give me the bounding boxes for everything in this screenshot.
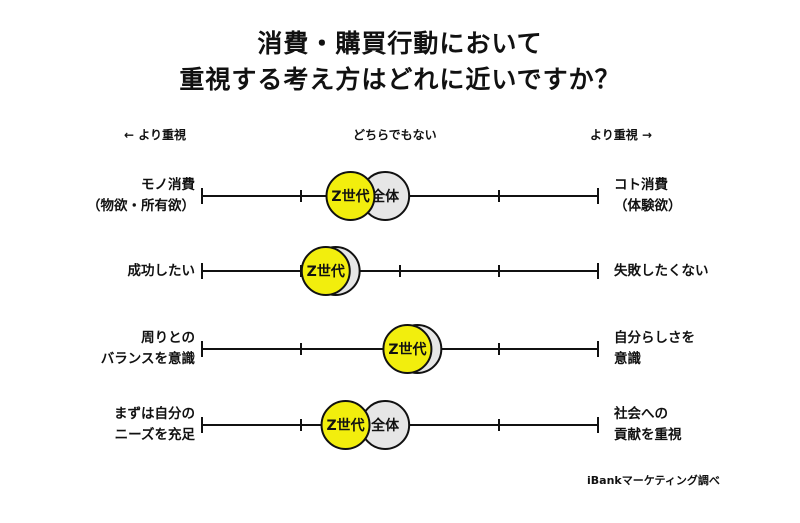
chart-title-line-2: 重視する考え方はどれに近いですか？ <box>179 65 621 94</box>
left-label-row-3: 周りとのバランスを意識 <box>101 328 195 370</box>
header-right-more-important: より重視 → <box>590 128 652 142</box>
right-label-row-1: コト消費 （体験欲） <box>614 175 682 217</box>
left-label-row-1: モノ消費 （物欲・所有欲） <box>87 175 195 217</box>
header-neutral: どちらでもない <box>353 128 437 142</box>
left-label-row-4: まずは自分のニーズを充足 <box>114 404 195 446</box>
source-credit: iBankマーケティング調べ <box>587 474 720 487</box>
chart-title-line-1: 消費・購買行動において <box>257 29 543 58</box>
left-label-row-4-line-1: まずは自分の <box>114 406 195 422</box>
genz-marker-label-row-2: Z世代 <box>307 263 345 280</box>
right-label-row-3: 自分らしさを意識 <box>614 328 695 370</box>
genz-marker-row-3 <box>382 324 433 374</box>
left-label-row-3-line-1: 周りとの <box>141 330 195 346</box>
right-label-row-4: 社会への貢献を重視 <box>614 404 682 446</box>
genz-marker-row-1 <box>325 171 376 221</box>
right-label-row-1-line-2: （体験欲） <box>614 198 682 214</box>
left-label-row-4-line-2: ニーズを充足 <box>114 427 195 443</box>
genz-marker-label-row-3: Z世代 <box>388 341 426 358</box>
overall-marker-label-row-4: 全体 <box>370 417 400 434</box>
left-label-row-1-line-1: モノ消費 <box>141 177 195 193</box>
right-label-row-4-line-2: 貢献を重視 <box>614 427 682 443</box>
right-label-row-3-line-2: 意識 <box>614 351 641 367</box>
overall-marker-label-row-1: 全体 <box>370 188 400 205</box>
left-label-row-3-line-2: バランスを意識 <box>100 351 195 367</box>
left-label-row-1-line-2: （物欲・所有欲） <box>87 198 195 214</box>
genz-marker-label-row-1: Z世代 <box>331 188 369 205</box>
genz-marker-row-4 <box>320 400 371 450</box>
right-label-row-2: 失敗したくない <box>614 261 709 282</box>
left-label-row-2-line-1: 成功したい <box>127 262 196 279</box>
right-label-row-3-line-1: 自分らしさを <box>614 330 695 346</box>
right-label-row-2-line-1: 失敗したくない <box>614 262 709 279</box>
right-label-row-4-line-1: 社会への <box>614 406 668 422</box>
header-left-more-important: ← より重視 <box>124 128 186 142</box>
right-label-row-1-line-1: コト消費 <box>614 177 668 193</box>
left-label-row-2: 成功したい <box>128 261 196 282</box>
genz-marker-row-2 <box>300 246 351 296</box>
genz-marker-label-row-4: Z世代 <box>326 417 364 434</box>
